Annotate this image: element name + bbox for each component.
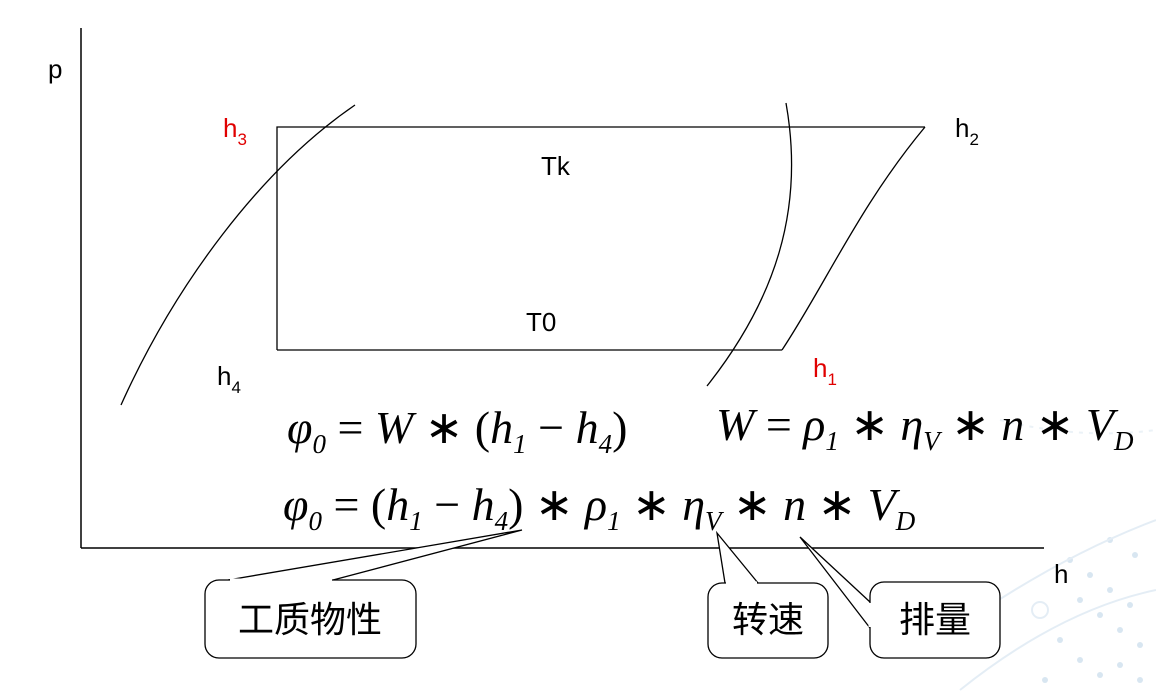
tk-label: Tk	[541, 151, 571, 181]
saturated-vapor-curve	[706, 102, 793, 387]
cycle-path	[276, 126, 925, 350]
p-axis-label: p	[48, 54, 62, 84]
callout-speed: 转速	[707, 530, 829, 659]
h-axis-label: h	[1054, 559, 1068, 589]
h1-label: h1	[813, 353, 837, 389]
saturated-liquid-curve	[120, 104, 356, 406]
h2-label: h2	[955, 113, 979, 149]
callout-displacement-text: 排量	[899, 600, 971, 641]
compression-line	[781, 126, 926, 351]
h3-label: h3	[223, 113, 247, 149]
callout-speed-text: 转速	[732, 600, 804, 641]
h4-label: h4	[217, 361, 241, 397]
t0-label: T0	[526, 307, 556, 337]
formula-mass-flow: W = ρ1 ∗ ηV ∗ n ∗ VD	[716, 399, 1134, 456]
callout-working-fluid-text: 工质物性	[238, 600, 382, 641]
formula-combined: φ0 = (h1 − h4) ∗ ρ1 ∗ ηV ∗ n ∗ VD	[283, 479, 916, 536]
callout-displacement: 排量	[799, 536, 1001, 659]
formula-cooling-capacity: φ0 = W ∗ (h1 − h4)	[287, 402, 627, 459]
callout-working-fluid: 工质物性	[204, 529, 523, 659]
